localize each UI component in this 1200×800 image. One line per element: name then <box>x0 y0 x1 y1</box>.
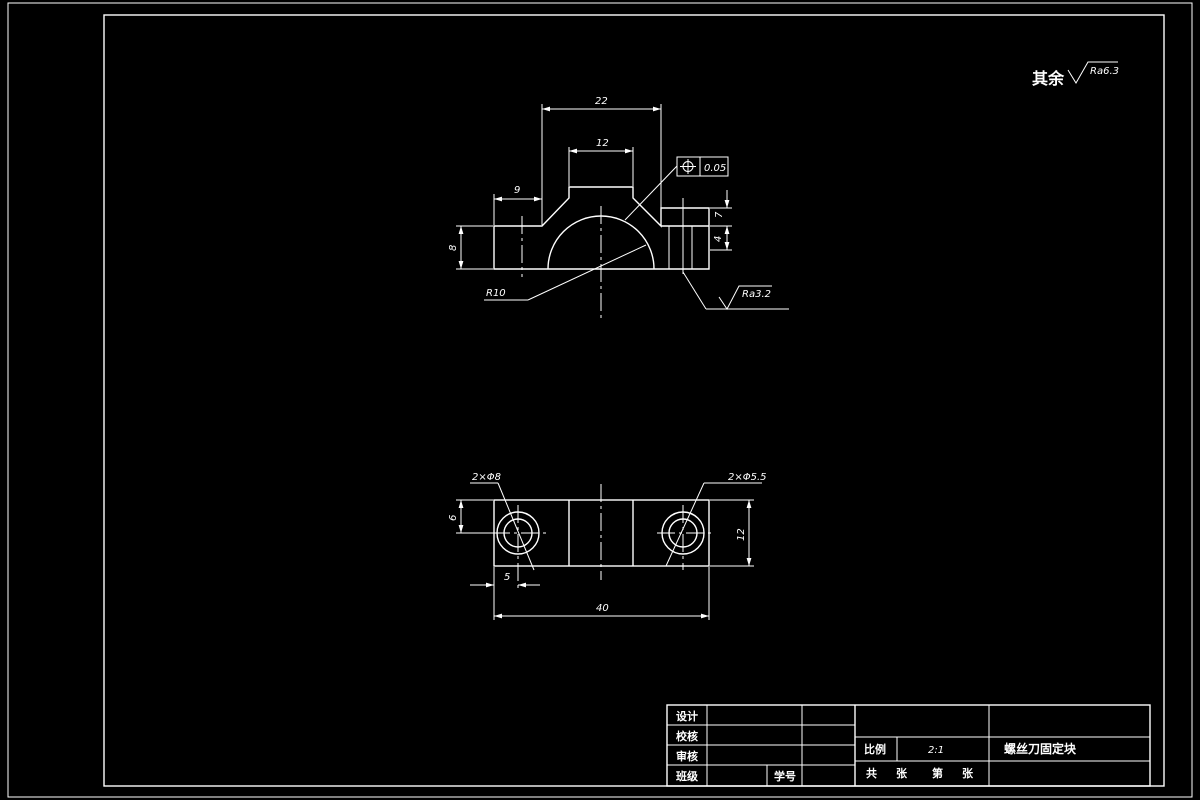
student-no-label: 学号 <box>774 769 796 783</box>
counterbore-leader <box>497 482 535 571</box>
roughness-symbol-icon <box>718 285 772 310</box>
dim-step: 9 <box>514 185 520 196</box>
front-view: 22 12 9 8 7 4 0.05 R10 <box>448 96 789 322</box>
dim-offset-x: 5 <box>504 572 510 583</box>
tolerance-frame <box>676 156 729 177</box>
dim-length: 40 <box>596 603 609 614</box>
surface-note-roughness: Ra6.3 <box>1090 66 1119 77</box>
dim-depth: 12 <box>736 528 747 541</box>
dim-slot: 12 <box>596 138 609 149</box>
dim-offset-y: 6 <box>448 515 459 521</box>
surface-roughness-note: 其余 Ra6.3 <box>1032 61 1119 88</box>
surface-note-label: 其余 <box>1032 69 1065 88</box>
part-name: 螺丝刀固定块 <box>1004 741 1077 756</box>
roughness-symbol-icon <box>1067 61 1118 84</box>
outer-frame <box>7 2 1193 798</box>
class-label: 班级 <box>676 769 699 783</box>
front-view-outline <box>493 186 710 270</box>
radius-label: R10 <box>486 288 506 299</box>
tolerance-value: 0.05 <box>704 163 726 174</box>
top-view: 2×Φ8 2×Φ5.5 6 12 5 40 <box>448 472 767 620</box>
title-block: 设计 校核 审核 班级 学号 比例 2:1 螺丝刀固定块 共 张 第 张 <box>666 704 1151 787</box>
sheet-no-label: 第 <box>932 766 943 780</box>
check-label: 校核 <box>676 729 698 743</box>
hole-leader <box>665 482 705 567</box>
dim-counterbore: 4 <box>713 236 724 242</box>
review-label: 审核 <box>676 749 698 763</box>
dim-height: 8 <box>448 245 459 251</box>
sheets-label: 张 <box>896 766 908 780</box>
scale-value: 2:1 <box>928 745 944 756</box>
design-label: 设计 <box>676 709 698 723</box>
dim-width-top: 22 <box>595 96 608 107</box>
counterbore-label: 2×Φ8 <box>472 472 501 483</box>
scale-label: 比例 <box>864 742 886 756</box>
total-label: 共 <box>866 766 877 780</box>
radius-leader <box>527 244 647 301</box>
inner-frame <box>103 14 1165 787</box>
tolerance-leader <box>624 165 678 221</box>
sheet-label: 张 <box>962 766 974 780</box>
front-roughness: Ra3.2 <box>742 289 771 300</box>
roughness-leader <box>682 271 707 310</box>
dim-hole-depth: 7 <box>714 211 725 218</box>
hole-label: 2×Φ5.5 <box>728 472 767 483</box>
